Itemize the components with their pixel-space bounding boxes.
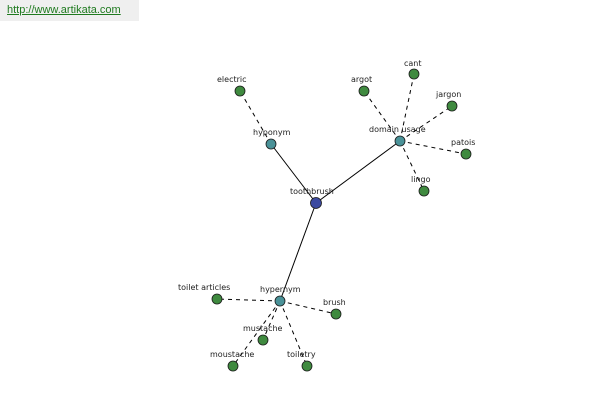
node-label-moustache: moustache xyxy=(210,350,254,359)
edges-layer xyxy=(216,73,467,367)
node-label-domain-usage: domain usage xyxy=(369,125,426,134)
node-patois[interactable] xyxy=(460,148,472,160)
node-toiletry[interactable] xyxy=(301,360,313,372)
edge-toothbrush-to-hyponym xyxy=(270,143,317,204)
node-domain-usage[interactable] xyxy=(394,135,406,147)
edge-toothbrush-to-hypernym xyxy=(279,202,317,302)
node-label-hypernym: hypernym xyxy=(260,285,301,294)
edge-hyponym-to-electric xyxy=(239,90,272,145)
edge-domain-usage-to-argot xyxy=(363,90,401,142)
node-jargon[interactable] xyxy=(446,100,458,112)
edge-domain-usage-to-cant xyxy=(399,73,415,142)
edge-domain-usage-to-lingo xyxy=(399,140,425,192)
edge-hypernym-to-moustache xyxy=(232,300,281,367)
edge-domain-usage-to-jargon xyxy=(399,105,453,142)
node-toilet-articles[interactable] xyxy=(211,293,223,305)
node-cant[interactable] xyxy=(408,68,420,80)
node-argot[interactable] xyxy=(358,85,370,97)
node-label-hyponym: hyponym xyxy=(253,128,291,137)
nodes-layer xyxy=(211,68,472,372)
edge-hypernym-to-toilet-articles xyxy=(216,298,281,302)
node-brush[interactable] xyxy=(330,308,342,320)
node-mustache[interactable] xyxy=(257,334,269,346)
node-lingo[interactable] xyxy=(418,185,430,197)
edge-toothbrush-to-domain-usage xyxy=(315,140,401,204)
node-label-cant: cant xyxy=(404,59,422,68)
edge-hypernym-to-toiletry xyxy=(279,300,308,367)
labels-layer: toothbrush hyponym domain usage hypernym ele… xyxy=(178,59,475,359)
node-label-jargon: jargon xyxy=(435,90,461,99)
node-label-electric: electric xyxy=(217,75,247,84)
node-label-patois: patois xyxy=(451,138,475,147)
edge-hypernym-to-mustache xyxy=(262,300,281,341)
node-label-lingo: lingo xyxy=(411,175,431,184)
node-label-toothbrush: toothbrush xyxy=(290,187,334,196)
edge-domain-usage-to-patois xyxy=(399,140,467,155)
node-toothbrush[interactable] xyxy=(310,197,322,209)
node-hyponym[interactable] xyxy=(265,138,277,150)
node-label-toilet-articles: toilet articles xyxy=(178,283,230,292)
node-hypernym[interactable] xyxy=(274,295,286,307)
node-label-mustache: mustache xyxy=(243,324,283,333)
node-moustache[interactable] xyxy=(227,360,239,372)
node-label-brush: brush xyxy=(323,298,346,307)
site-url-link[interactable]: http://www.artikata.com xyxy=(0,0,139,21)
edge-hypernym-to-brush xyxy=(279,300,337,315)
node-label-toiletry: toiletry xyxy=(287,350,316,359)
node-electric[interactable] xyxy=(234,85,246,97)
node-label-argot: argot xyxy=(351,75,372,84)
